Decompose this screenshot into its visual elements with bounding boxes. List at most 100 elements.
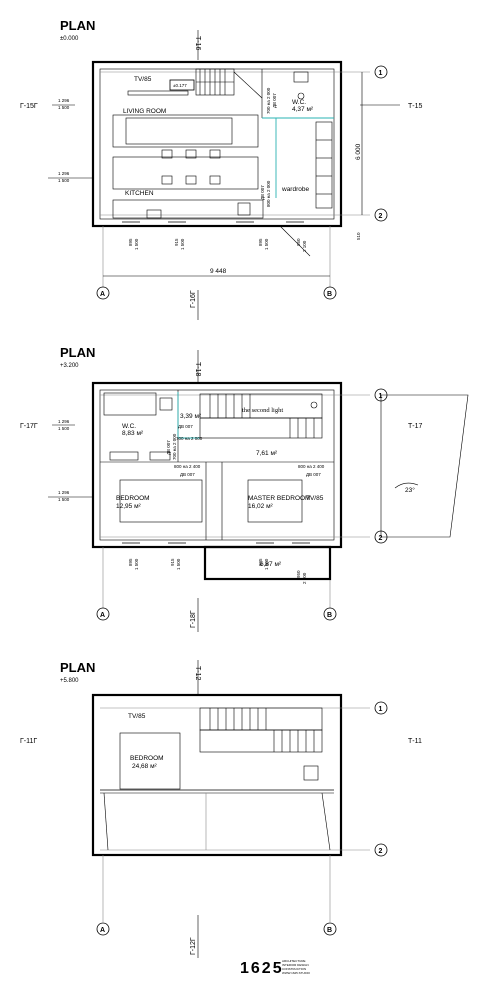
plan1-section-left: Г-15Г [20, 103, 38, 110]
plan3-title: PLAN [60, 660, 95, 675]
plan1-h2: 1 296 [58, 171, 70, 176]
plan1-side-dim: 6 000 [355, 143, 362, 160]
plan2-h1b: 1 500 [58, 426, 70, 431]
plan1-axis-b [323, 286, 337, 300]
plan3-section-left: Г-11Г [20, 738, 37, 745]
plan3-bed [119, 732, 181, 790]
plan1-living-label: LIVING ROOM [123, 108, 166, 115]
plan1-tv [127, 90, 189, 96]
plan3-bedroom-area: 24,68 м² [132, 763, 158, 770]
plan1-tv-label: TV/85 [134, 76, 152, 83]
plan2-section-right: Т-17 [408, 423, 423, 430]
plan1-axis-2-label: 2 [379, 213, 383, 220]
plan-attic-floor: PLAN +5.800 Т-12 Г-12Г Г-11Г Т-11 TV/85 … [20, 660, 422, 958]
plan1-wc-label: W.C. [292, 99, 306, 106]
plan1-door1: 700 на 2 000 [266, 87, 271, 114]
plan1-w4b: 2 100 [302, 240, 307, 252]
plan3-outer-wall [91, 693, 343, 857]
plan3-axis-b [323, 922, 337, 936]
plan2-h2: 1 296 [58, 490, 70, 495]
logo-tag3: CONSTRUCTION [282, 967, 306, 971]
plan2-second-light: the second light [242, 407, 283, 414]
plan2-w1b: 1 500 [134, 558, 139, 570]
plan1-w2: 915 [174, 238, 179, 246]
plan3-axis-b-label: B [327, 927, 332, 934]
plan2-axis-1 [374, 388, 388, 402]
plan1-wc-sink [293, 71, 309, 83]
plan1-sofa [112, 114, 259, 148]
plan1-dining-table [112, 156, 259, 190]
plan2-door-d: ДВ 007 [180, 472, 195, 477]
plan2-balcony [203, 545, 332, 581]
plan2-w3: 895 [258, 558, 263, 566]
plan2-bed-master [247, 479, 303, 523]
studio-logo: 1625 ARCHITECTURE INTERIOR DESIGN CONSTR… [240, 959, 311, 977]
plan1-level-box [169, 79, 195, 91]
plan1-wc-area: 4,37 м² [292, 106, 314, 113]
plan3-section-right: Т-11 [408, 738, 422, 745]
plan1-door2b: 800 на 2 000 [266, 180, 271, 207]
plan1-kitchen-counter [112, 199, 264, 219]
plan2-tv-label: TV/85 [306, 495, 324, 502]
plan3-axis-2-label: 2 [379, 848, 383, 855]
plan2-axis-a [96, 607, 110, 621]
plan2-bedroom-area: 12,95 м² [116, 503, 142, 510]
plan1-axis-a-label: A [100, 291, 105, 298]
plan1-axis-b-label: B [327, 291, 332, 298]
plan2-w4b: 2 100 [302, 572, 307, 584]
plan2-w1: 895 [128, 558, 133, 566]
plan2-axis-2-label: 2 [379, 535, 383, 542]
plan2-bedroom-label: BEDROOM [116, 495, 150, 502]
plan3-axis-a-label: A [100, 927, 105, 934]
logo-tag1: ARCHITECTURE [282, 959, 306, 963]
plan2-door-b: 700 на 2 000 [176, 436, 203, 441]
plan3-axis-a [96, 922, 110, 936]
plan2-bed-1 [119, 479, 203, 523]
plan2-wc-area: 8,83 м² [122, 430, 144, 437]
plan3-section-top: Т-12 [194, 666, 201, 681]
plan3-axis-1-label: 1 [379, 706, 383, 713]
plan1-h2b: 1 500 [58, 178, 70, 183]
plan1-level: ±0.000 [60, 36, 79, 42]
plan2-master-label: MASTER BEDROOM [248, 495, 310, 502]
plan3-axis-2 [374, 843, 388, 857]
plan1-sofa-inner [125, 117, 233, 145]
plan1-h1b: 1 500 [58, 105, 70, 110]
plan3-tv-label: TV/85 [128, 713, 146, 720]
plan2-door-g: ДВ 007 [166, 440, 171, 455]
plan3-stairs [199, 707, 323, 781]
logo-tag4: WWW.1625.STUDIO [282, 971, 311, 975]
plan2-axis-1-label: 1 [379, 393, 383, 400]
plan2-axis-2 [374, 530, 388, 544]
plan2-axis-b [323, 607, 337, 621]
plan2-door-h: 700 на 2 000 [172, 433, 177, 460]
plan2-section-bottom: Г-18Г [190, 610, 197, 628]
plan1-h1: 1 296 [58, 98, 70, 103]
plan1-w1b: 1 500 [134, 238, 139, 250]
plan2-section-top: Т-18 [194, 362, 201, 377]
plan1-w2b: 1 500 [180, 238, 185, 250]
plan2-door-e: 800 на 2 400 [298, 464, 325, 469]
plan2-bathtub [103, 392, 157, 416]
plan1-door2: ДВ 007 [260, 185, 265, 200]
plan2-roof-slope [380, 394, 469, 538]
plan1-outer-wall [91, 60, 343, 228]
plan3-level: +5.800 [60, 678, 79, 684]
plan2-stairs [199, 393, 323, 439]
plan2-wc-label: W.C. [122, 423, 136, 430]
plan1-wardrobe-label: wardrobe [281, 186, 309, 193]
plan2-h1: 1 296 [58, 419, 70, 424]
logo-mark: 1625 [240, 960, 284, 977]
plan2-balcony-area: 6,87 м² [260, 561, 282, 568]
plan2-title: PLAN [60, 345, 95, 360]
plan2-h2b: 1 500 [58, 497, 70, 502]
plan1-w3b: 1 500 [264, 238, 269, 250]
plan2-section-left: Г-17Г [20, 423, 38, 430]
plan1-door1b: ДВ 007 [272, 93, 277, 108]
plan1-axis-2 [374, 208, 388, 222]
plan2-w2: 915 [170, 558, 175, 566]
plan2-w4: 950 [296, 570, 301, 578]
plan3-section-bottom: Г-12Г [190, 937, 197, 955]
plan1-total-dim: 9 448 [210, 268, 227, 275]
plan3-bedroom-label: BEDROOM [130, 755, 164, 762]
